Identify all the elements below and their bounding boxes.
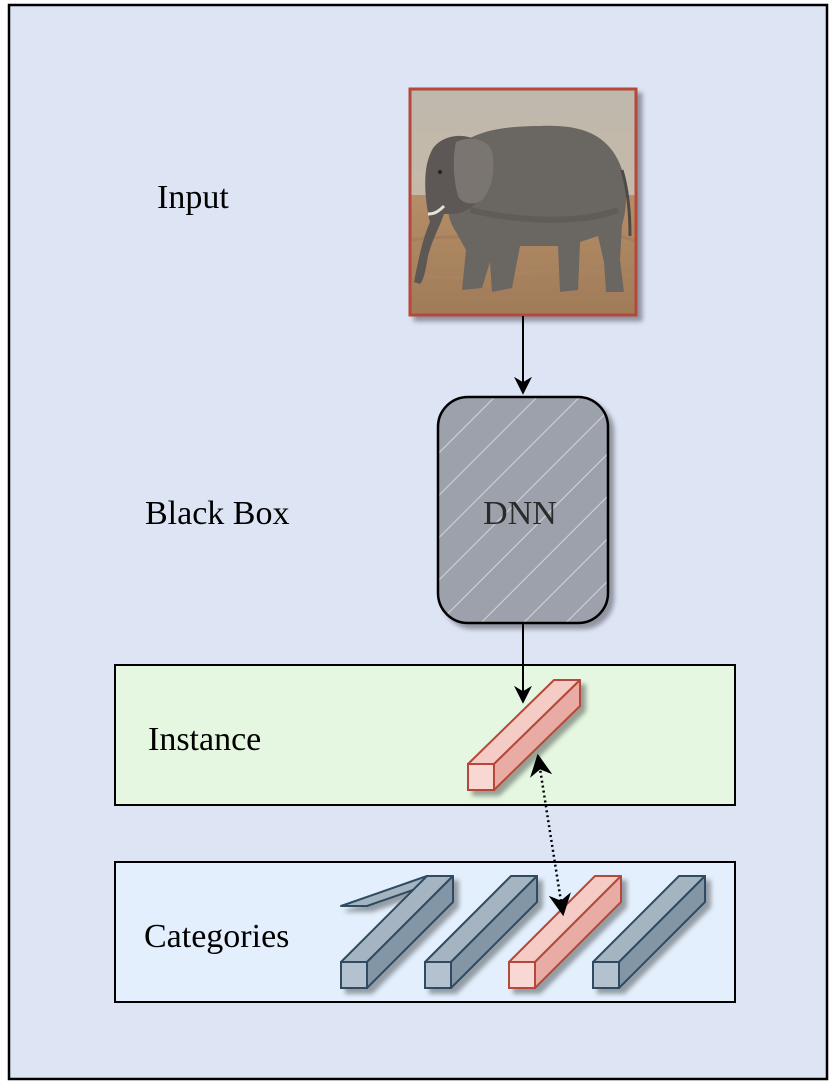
input-image xyxy=(410,89,636,315)
dnn-label: DNN xyxy=(483,495,557,532)
black-box-label: Black Box xyxy=(145,495,289,532)
input-label: Input xyxy=(157,179,229,216)
categories-label: Categories xyxy=(144,918,289,955)
instance-label: Instance xyxy=(148,721,261,758)
